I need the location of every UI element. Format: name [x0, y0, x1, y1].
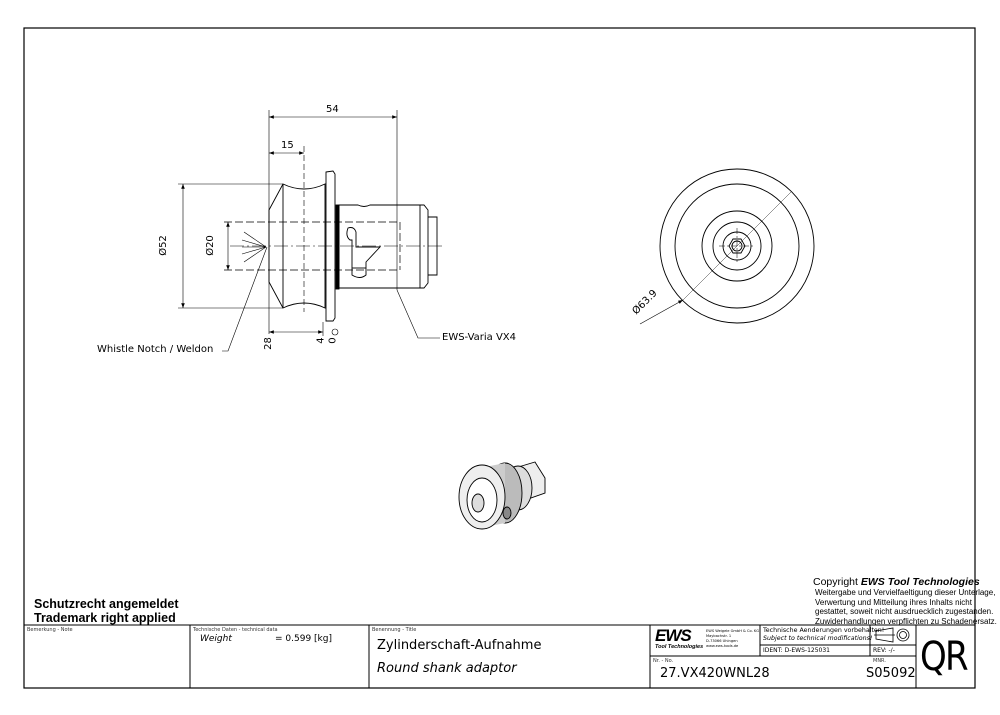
dim-15: 15	[281, 140, 294, 151]
isometric-view	[458, 461, 546, 530]
address-line: D-73066 Uhingen	[706, 639, 738, 643]
dim-0: 0	[327, 337, 339, 344]
protection-en: Trademark right applied	[34, 611, 176, 625]
part-number: 27.VX420WNL28	[660, 666, 770, 681]
weight-label: Weight	[200, 634, 232, 644]
protection-de: Schutzrecht angemeldet	[34, 597, 179, 611]
dim-diameter-52: Ø52	[157, 235, 169, 256]
revision: REV: -/-	[873, 647, 895, 654]
address-line: EWS Weigele GmbH & Co. KG	[706, 629, 760, 633]
copyright-line: Zuwiderhandlungen verpflichten zu Schade…	[815, 616, 997, 626]
weight-value: = 0.599 [kg]	[275, 634, 332, 644]
logo-subtitle: Tool Technologies	[655, 644, 704, 650]
company-address: EWS Weigele GmbH & Co. KG Maybachstr. 1 …	[706, 629, 759, 649]
copyright-brand: EWS Tool Technologies	[860, 576, 980, 588]
copyright-line: gestattet, soweit nicht ausdruecklich zu…	[815, 607, 994, 616]
copyright-line: Weitergabe und Vervielfaeltigung dieser …	[815, 588, 996, 597]
ews-logo: EWS Tool Technologies	[655, 626, 704, 650]
address-line: Maybachstr. 1	[706, 634, 732, 638]
tech-data-label: Technische Daten - technical data	[193, 627, 278, 633]
projection-symbol-icon	[874, 627, 910, 643]
note-label: Bemerkung - Note	[27, 627, 73, 633]
mnr-label: MNR.	[873, 658, 886, 664]
front-view	[639, 168, 815, 325]
copyright-prefix: Copyright	[813, 576, 861, 588]
changes-de: Technische Aenderungen vorbehalten!	[763, 627, 885, 634]
logo-text: EWS	[655, 626, 692, 645]
callout-varia: EWS-Varia VX4	[442, 332, 517, 343]
qr-code-label: QR	[920, 634, 969, 680]
copyright-line: Verwertung und Mitteilung ihres Inhalts …	[815, 597, 972, 607]
changes-en: Subject to technical modifications!	[763, 635, 873, 642]
dim-54: 54	[326, 104, 339, 115]
title-de: Zylinderschaft-Aufnahme	[377, 638, 542, 653]
dim-diameter-20: Ø20	[204, 235, 216, 256]
protection-notice: Schutzrecht angemeldet Trademark right a…	[34, 597, 178, 625]
drawing-frame	[23, 27, 976, 689]
copyright-notice: Copyright EWS Tool Technologies Weiterga…	[813, 576, 997, 626]
number-label: Nr. - No.	[653, 658, 674, 664]
dim-4: 4	[315, 337, 327, 344]
title-en: Round shank adaptor	[377, 661, 517, 676]
side-view	[178, 110, 445, 352]
address-line: www.ews-tools.de	[706, 644, 739, 648]
callout-whistle-notch: Whistle Notch / Weldon	[97, 344, 214, 355]
dim-28: 28	[262, 337, 274, 350]
title-block-lines	[24, 624, 975, 688]
ident: IDENT: D-EWS-125031	[763, 647, 830, 654]
mnr-number: S05092	[866, 666, 916, 681]
title-label: Benennung - Title	[372, 627, 417, 633]
